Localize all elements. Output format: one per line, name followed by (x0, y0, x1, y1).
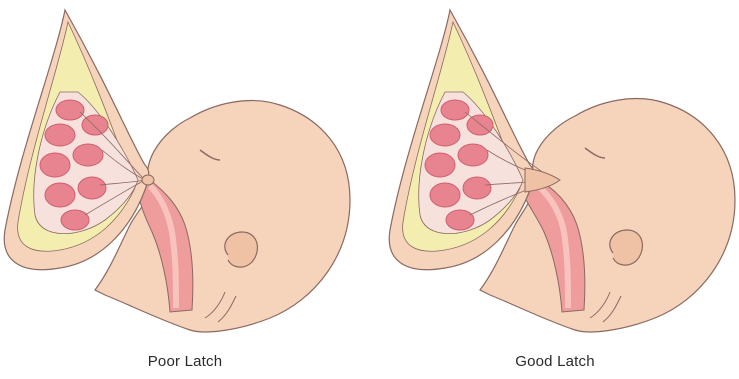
lobule (425, 153, 455, 177)
poor-latch-panel: Poor Latch (0, 0, 370, 379)
good-latch-illustration (370, 0, 739, 340)
lobule (467, 115, 493, 135)
lobule (430, 124, 460, 146)
baby-head (95, 101, 350, 332)
baby-ear (225, 232, 258, 267)
poor-latch-caption: Poor Latch (0, 353, 370, 370)
poor-latch-illustration (0, 0, 370, 340)
lobule (446, 210, 474, 230)
lobule (78, 177, 106, 199)
lobule (56, 100, 84, 120)
lobule (458, 144, 488, 166)
lobule (463, 177, 491, 199)
lobule (430, 183, 460, 207)
lobule (441, 100, 469, 120)
good-latch-panel: Good Latch (370, 0, 739, 379)
baby-ear (610, 230, 643, 265)
lobule (61, 210, 89, 230)
lobule (40, 153, 70, 177)
lobule (45, 124, 75, 146)
good-latch-caption: Good Latch (370, 353, 739, 370)
nipple (142, 175, 154, 185)
lobule (73, 144, 103, 166)
lobule (45, 183, 75, 207)
